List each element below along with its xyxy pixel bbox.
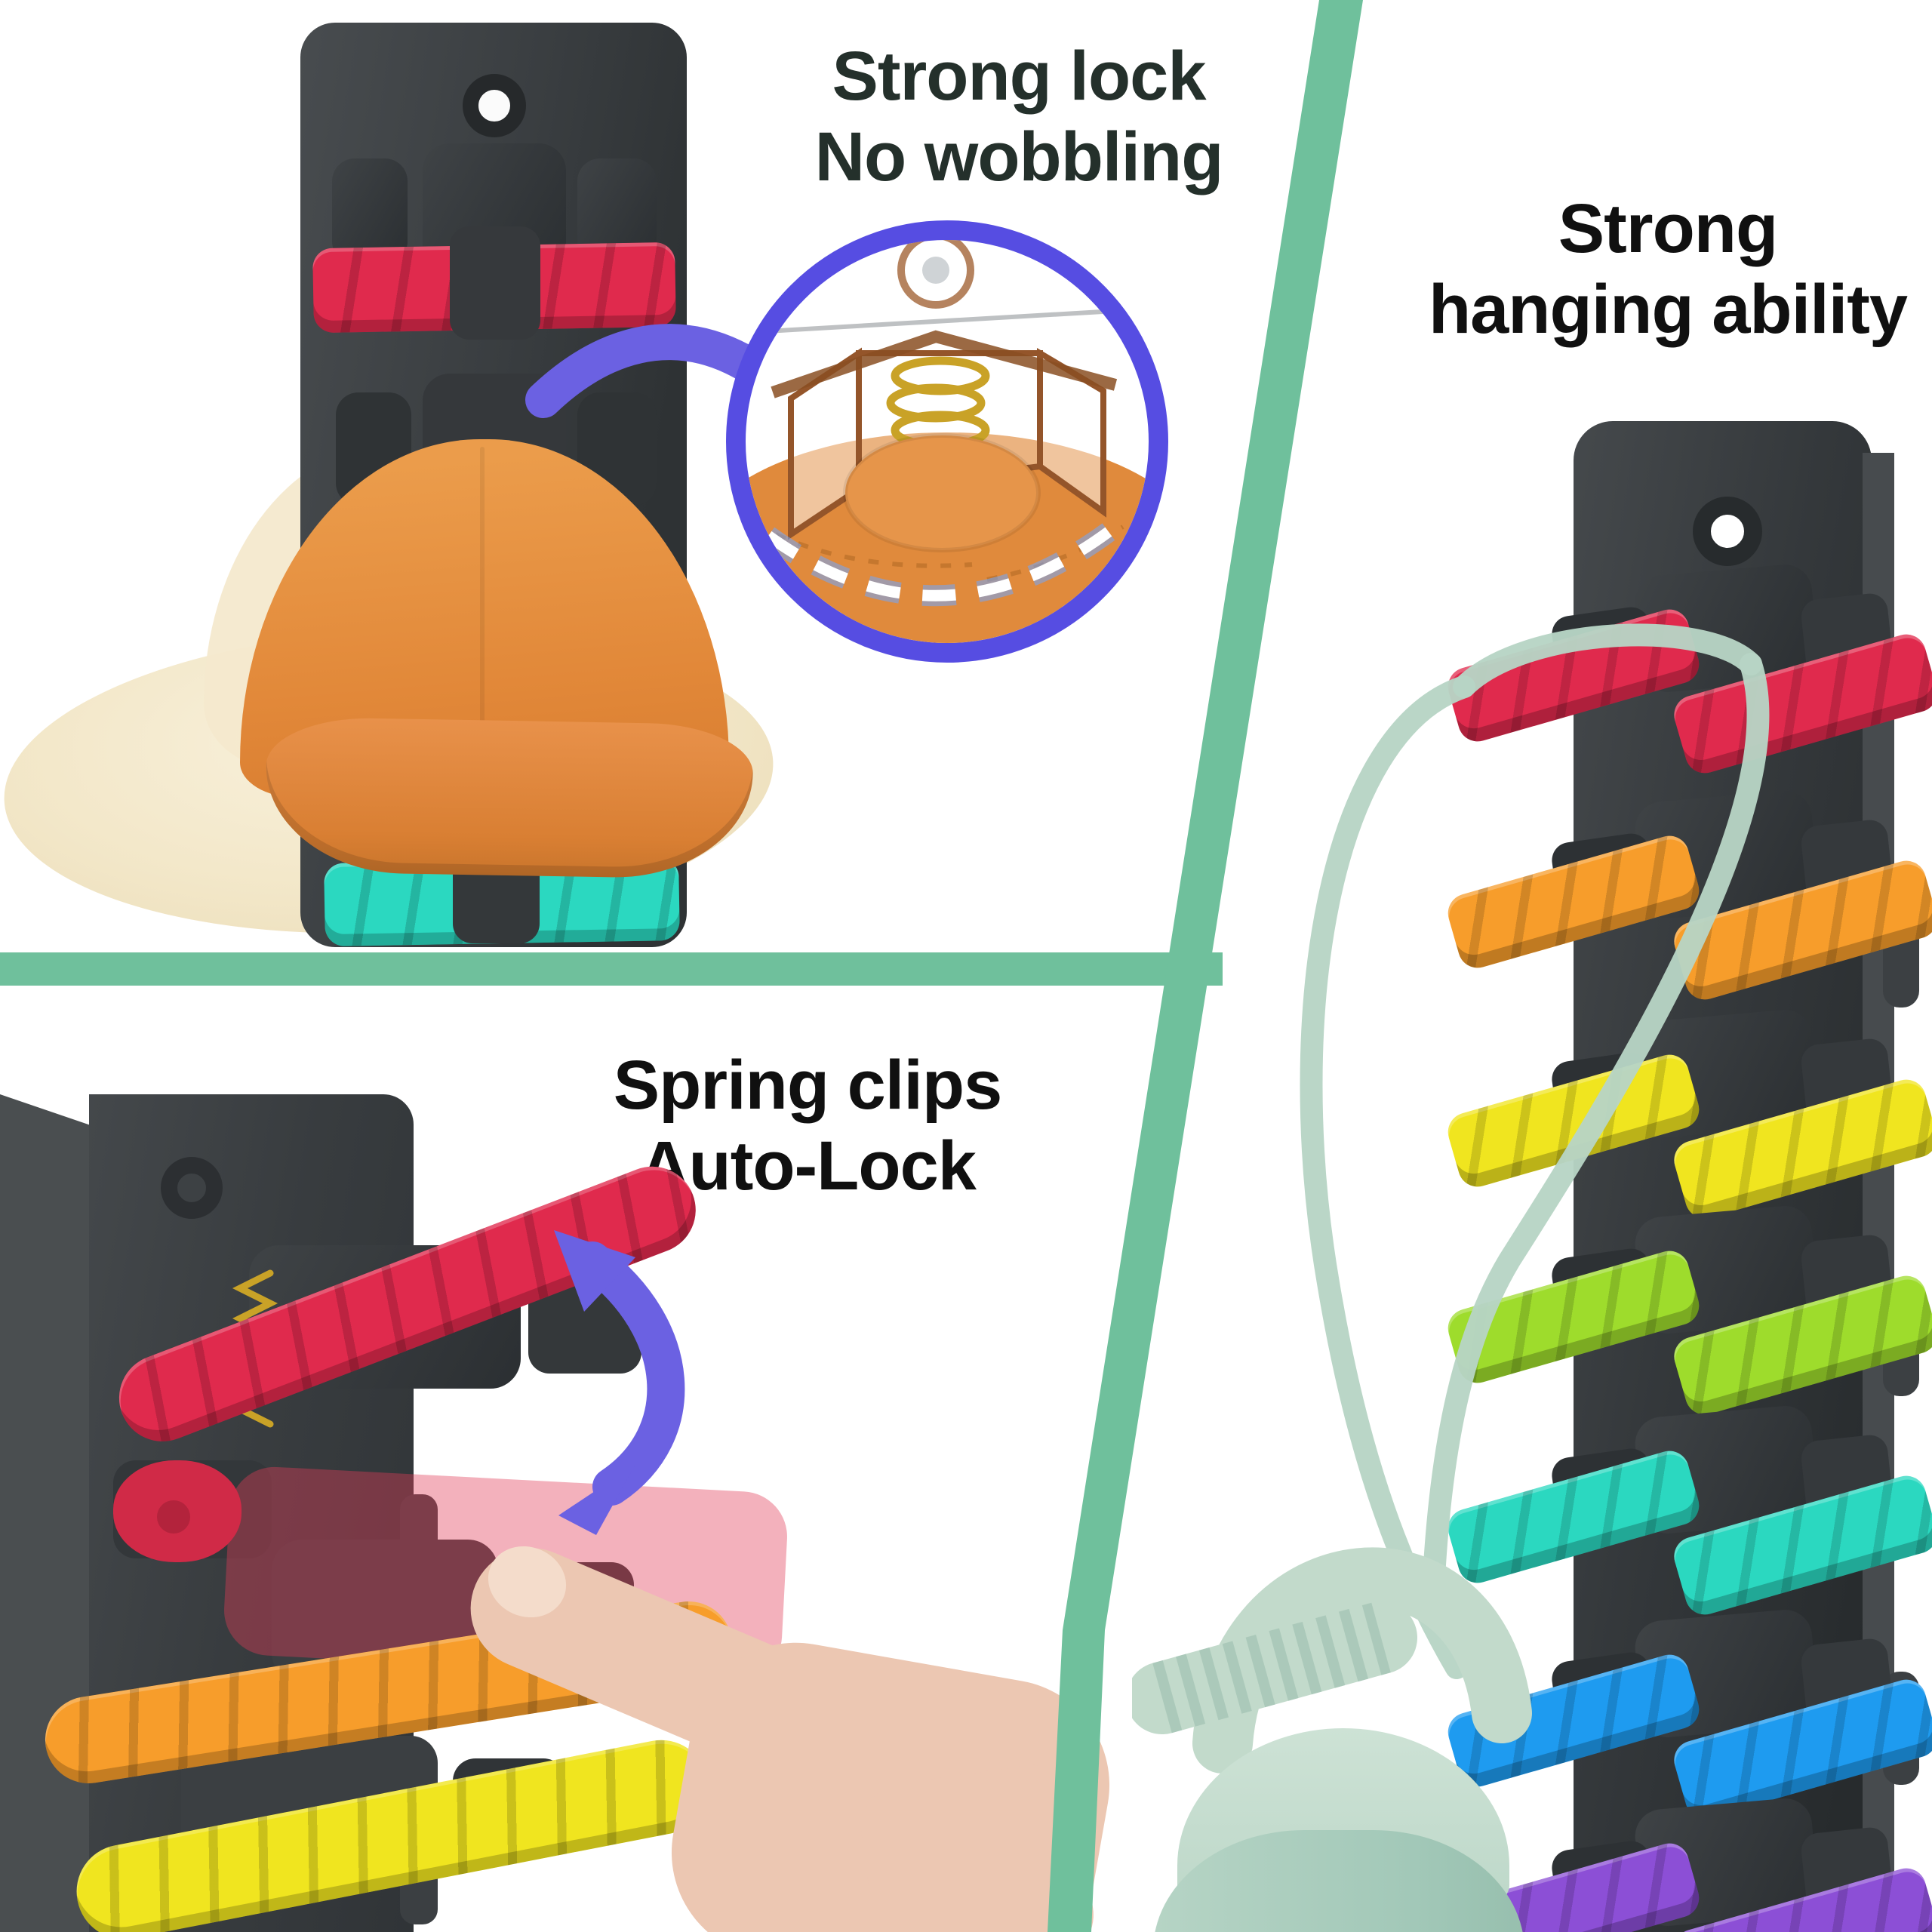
divider-horizontal <box>0 952 1223 986</box>
cap-seam-line <box>480 447 485 734</box>
inset-mechanism-illustration <box>746 240 1149 643</box>
rack-screw-hole <box>161 1157 223 1219</box>
hanging-strap <box>1132 623 1770 1774</box>
clip-pivot-pin <box>157 1500 190 1534</box>
double-headed-arrow <box>554 1230 685 1535</box>
callout-spring-clips-line1: Spring clips <box>613 1047 1003 1124</box>
callout-strong-lock-line1: Strong lock <box>832 38 1206 115</box>
rack-hanging-hole <box>463 74 526 137</box>
rack-side-face <box>0 1094 98 1932</box>
rack-knob-tongue <box>450 226 540 340</box>
inset-hat-dome <box>843 433 1041 552</box>
callout-spring-clips-line2: Auto-Lock <box>639 1127 977 1204</box>
callout-strong-hanging-line2: hanging ability <box>1428 270 1908 348</box>
inset-screw <box>922 257 949 284</box>
orange-cap-brim <box>264 716 754 880</box>
inset-dashed-outline <box>764 516 1127 601</box>
callout-spring-clips: Spring clips Auto-Lock <box>589 1045 1026 1206</box>
hand-wrist <box>855 1759 1100 1932</box>
callout-strong-lock: Strong lock No wobbling <box>758 36 1279 197</box>
zoom-inset-circle <box>726 220 1168 663</box>
inset-screw-hole <box>897 240 974 309</box>
callout-strong-lock-line2: No wobbling <box>814 118 1224 195</box>
callout-strong-hanging: Strong hanging ability <box>1404 189 1932 349</box>
callout-strong-hanging-line1: Strong <box>1558 190 1778 267</box>
